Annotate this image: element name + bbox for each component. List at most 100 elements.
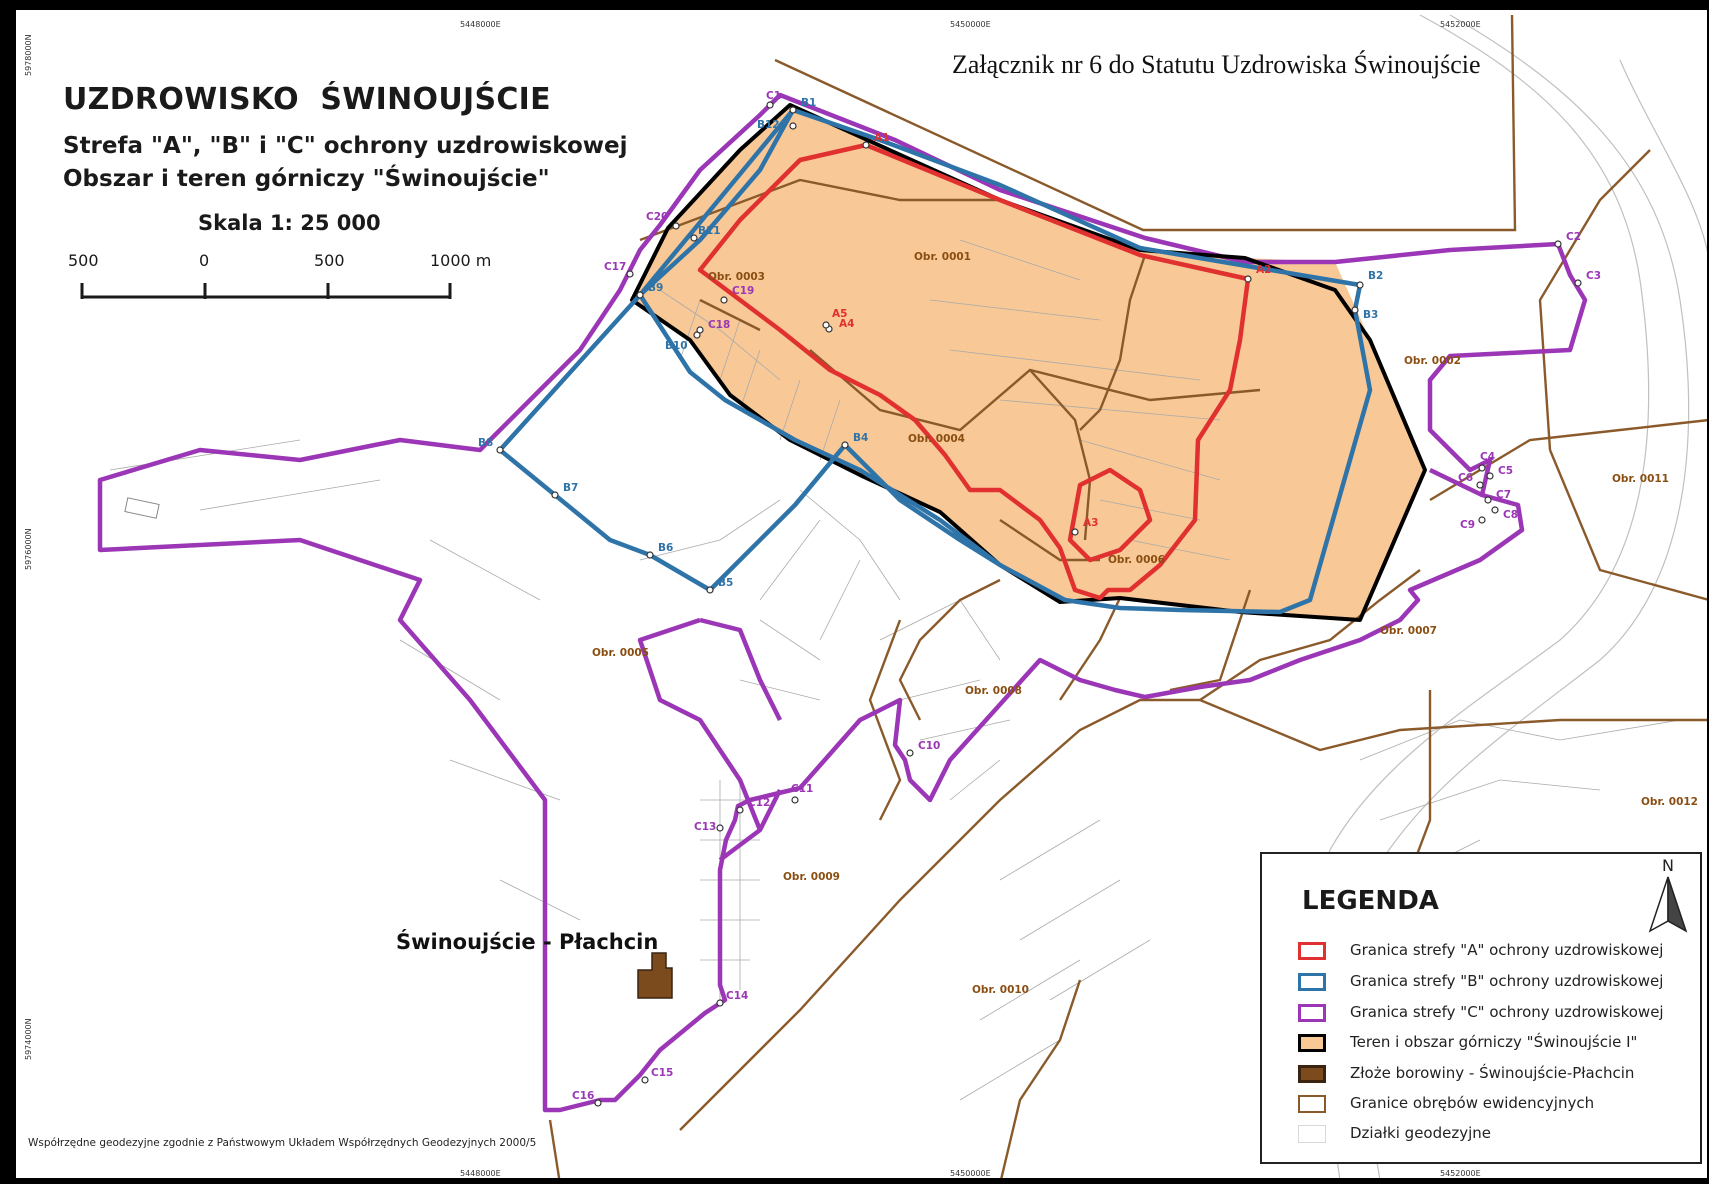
boundary-point-marker <box>641 1076 649 1084</box>
precinct-label-0003: Obr. 0003 <box>708 271 765 283</box>
legend-swatch <box>1298 1034 1326 1052</box>
legend-item: Granica strefy "C" ochrony uzdrowiskowej <box>1298 1002 1698 1026</box>
legend-item: Granice obrębów ewidencyjnych <box>1298 1093 1698 1117</box>
precinct-label-0010: Obr. 0010 <box>972 984 1029 996</box>
boundary-point-marker <box>1484 496 1492 504</box>
boundary-point-label: C4 <box>1480 451 1495 463</box>
boundary-point-marker <box>841 441 849 449</box>
legend-swatch <box>1298 942 1326 960</box>
boundary-point-marker <box>551 491 559 499</box>
boundary-point-marker <box>690 234 698 242</box>
boundary-point-label: B1 <box>801 97 816 109</box>
mining-area <box>632 105 1425 620</box>
boundary-point-label: B5 <box>718 577 733 589</box>
boundary-point-label: A1 <box>874 132 889 144</box>
grid-bottom-1: 5448000E <box>460 1169 501 1178</box>
precinct-label-0008: Obr. 0008 <box>965 685 1022 697</box>
scale-tick-0: 0 <box>199 251 210 270</box>
legend-label: Granice obrębów ewidencyjnych <box>1350 1094 1595 1112</box>
boundary-point-label: C16 <box>572 1090 594 1102</box>
boundary-point-marker <box>1071 528 1079 536</box>
boundary-point-marker <box>646 551 654 559</box>
boundary-point-marker <box>1351 306 1359 314</box>
legend-label: Granica strefy "A" ochrony uzdrowiskowej <box>1350 941 1664 959</box>
legend-label: Złoże borowiny - Świnoujście-Płachcin <box>1350 1064 1635 1082</box>
boundary-point-label: C17 <box>604 261 626 273</box>
legend-swatch <box>1298 1004 1326 1022</box>
boundary-point-marker <box>789 106 797 114</box>
precinct-label-0011: Obr. 0011 <box>1612 473 1669 485</box>
zone-c-interior <box>637 617 783 862</box>
legend-label: Granica strefy "C" ochrony uzdrowiskowej <box>1350 1003 1664 1021</box>
scale-bar <box>80 283 452 299</box>
boundary-point-label: C14 <box>726 990 748 1002</box>
boundary-point-label: B12 <box>757 119 780 131</box>
boundary-point-label: C13 <box>694 821 716 833</box>
grid-left-2: 5976000N <box>24 528 33 570</box>
north-arrow-icon: N <box>1648 856 1688 933</box>
zone-c-boundary <box>97 92 1588 1113</box>
boundary-point-label: C19 <box>732 285 754 297</box>
boundary-point-marker <box>1478 516 1486 524</box>
grid-top-2: 5450000E <box>950 20 991 29</box>
boundary-point-marker <box>1356 281 1364 289</box>
precinct-label-0009: Obr. 0009 <box>783 871 840 883</box>
precinct-label-0005: Obr. 0005 <box>592 647 649 659</box>
zone-c-branch <box>1429 467 1483 498</box>
boundary-point-label: C8 <box>1503 509 1518 521</box>
boundary-point-marker <box>791 796 799 804</box>
precinct-label-0002: Obr. 0002 <box>1404 355 1461 367</box>
boundary-point-label: B4 <box>853 432 868 444</box>
boundary-points: A1A2A3A4A5B1B2B3B4B5B6B7B8B9B10B11B12C1C… <box>478 90 1601 1107</box>
legend-swatch <box>1298 1125 1326 1143</box>
boundary-point-label: C11 <box>791 783 813 795</box>
legend-item: Teren i obszar górniczy "Świnoujście I" <box>1298 1032 1698 1056</box>
boundary-point-marker <box>696 326 704 334</box>
boundary-point-label: A2 <box>1256 264 1271 276</box>
legend-label: Granica strefy "B" ochrony uzdrowiskowej <box>1350 972 1664 990</box>
boundary-point-label: B2 <box>1368 270 1383 282</box>
boundary-point-marker <box>720 296 728 304</box>
boundary-point-marker <box>736 806 744 814</box>
boundary-point-marker <box>706 586 714 594</box>
legend-item: Granica strefy "A" ochrony uzdrowiskowej <box>1298 940 1698 964</box>
boundary-point-label: B6 <box>658 542 673 554</box>
legend-item: Działki geodezyjne <box>1298 1123 1698 1147</box>
legend-label: Teren i obszar górniczy "Świnoujście I" <box>1350 1033 1638 1051</box>
scale-tick-1000: 1000 m <box>430 251 492 270</box>
boundary-point-marker <box>672 222 680 230</box>
precinct-label-0001: Obr. 0001 <box>914 251 971 263</box>
boundary-point-label: C18 <box>708 319 730 331</box>
boundary-point-marker <box>716 824 724 832</box>
boundary-point-label: C3 <box>1586 270 1601 282</box>
boundary-point-label: C7 <box>1496 489 1511 501</box>
boundary-point-label: B7 <box>563 482 578 494</box>
zone-b-boundary <box>497 107 1373 615</box>
zone-a-boundary <box>697 142 1251 601</box>
boundary-point-marker <box>1574 279 1582 287</box>
boundary-point-marker <box>789 122 797 130</box>
precinct-label-0004: Obr. 0004 <box>908 433 965 445</box>
small-parcel <box>124 497 160 519</box>
boundary-point-label: C9 <box>1460 519 1475 531</box>
precinct-label-0006: Obr. 0006 <box>1108 554 1165 566</box>
boundary-point-marker <box>626 270 634 278</box>
boundary-point-marker <box>1491 506 1499 514</box>
map-subtitle-zones: Strefa "A", "B" i "C" ochrony uzdrowisko… <box>63 133 628 159</box>
scale-tick-500-left: 500 <box>68 251 99 270</box>
legend-swatch <box>1298 1065 1326 1083</box>
precinct-label-0012: Obr. 0012 <box>1641 796 1698 808</box>
boundary-point-label: C5 <box>1498 465 1513 477</box>
coordinate-footnote: Współrzędne geodezyjne zgodnie z Państwo… <box>28 1137 537 1149</box>
boundary-point-marker <box>496 446 504 454</box>
grid-top-1: 5448000E <box>460 20 501 29</box>
legend-swatch <box>1298 973 1326 991</box>
boundary-point-marker <box>636 291 644 299</box>
boundary-point-label: A3 <box>1083 517 1098 529</box>
annex-caption: Załącznik nr 6 do Statutu Uzdrowiska Świ… <box>952 50 1481 79</box>
place-label-plachcin: Świnoujście - Płachcin <box>396 930 659 954</box>
boundary-point-marker <box>766 101 774 109</box>
legend-swatch <box>1298 1095 1326 1113</box>
boundary-point-label: B11 <box>698 225 721 237</box>
